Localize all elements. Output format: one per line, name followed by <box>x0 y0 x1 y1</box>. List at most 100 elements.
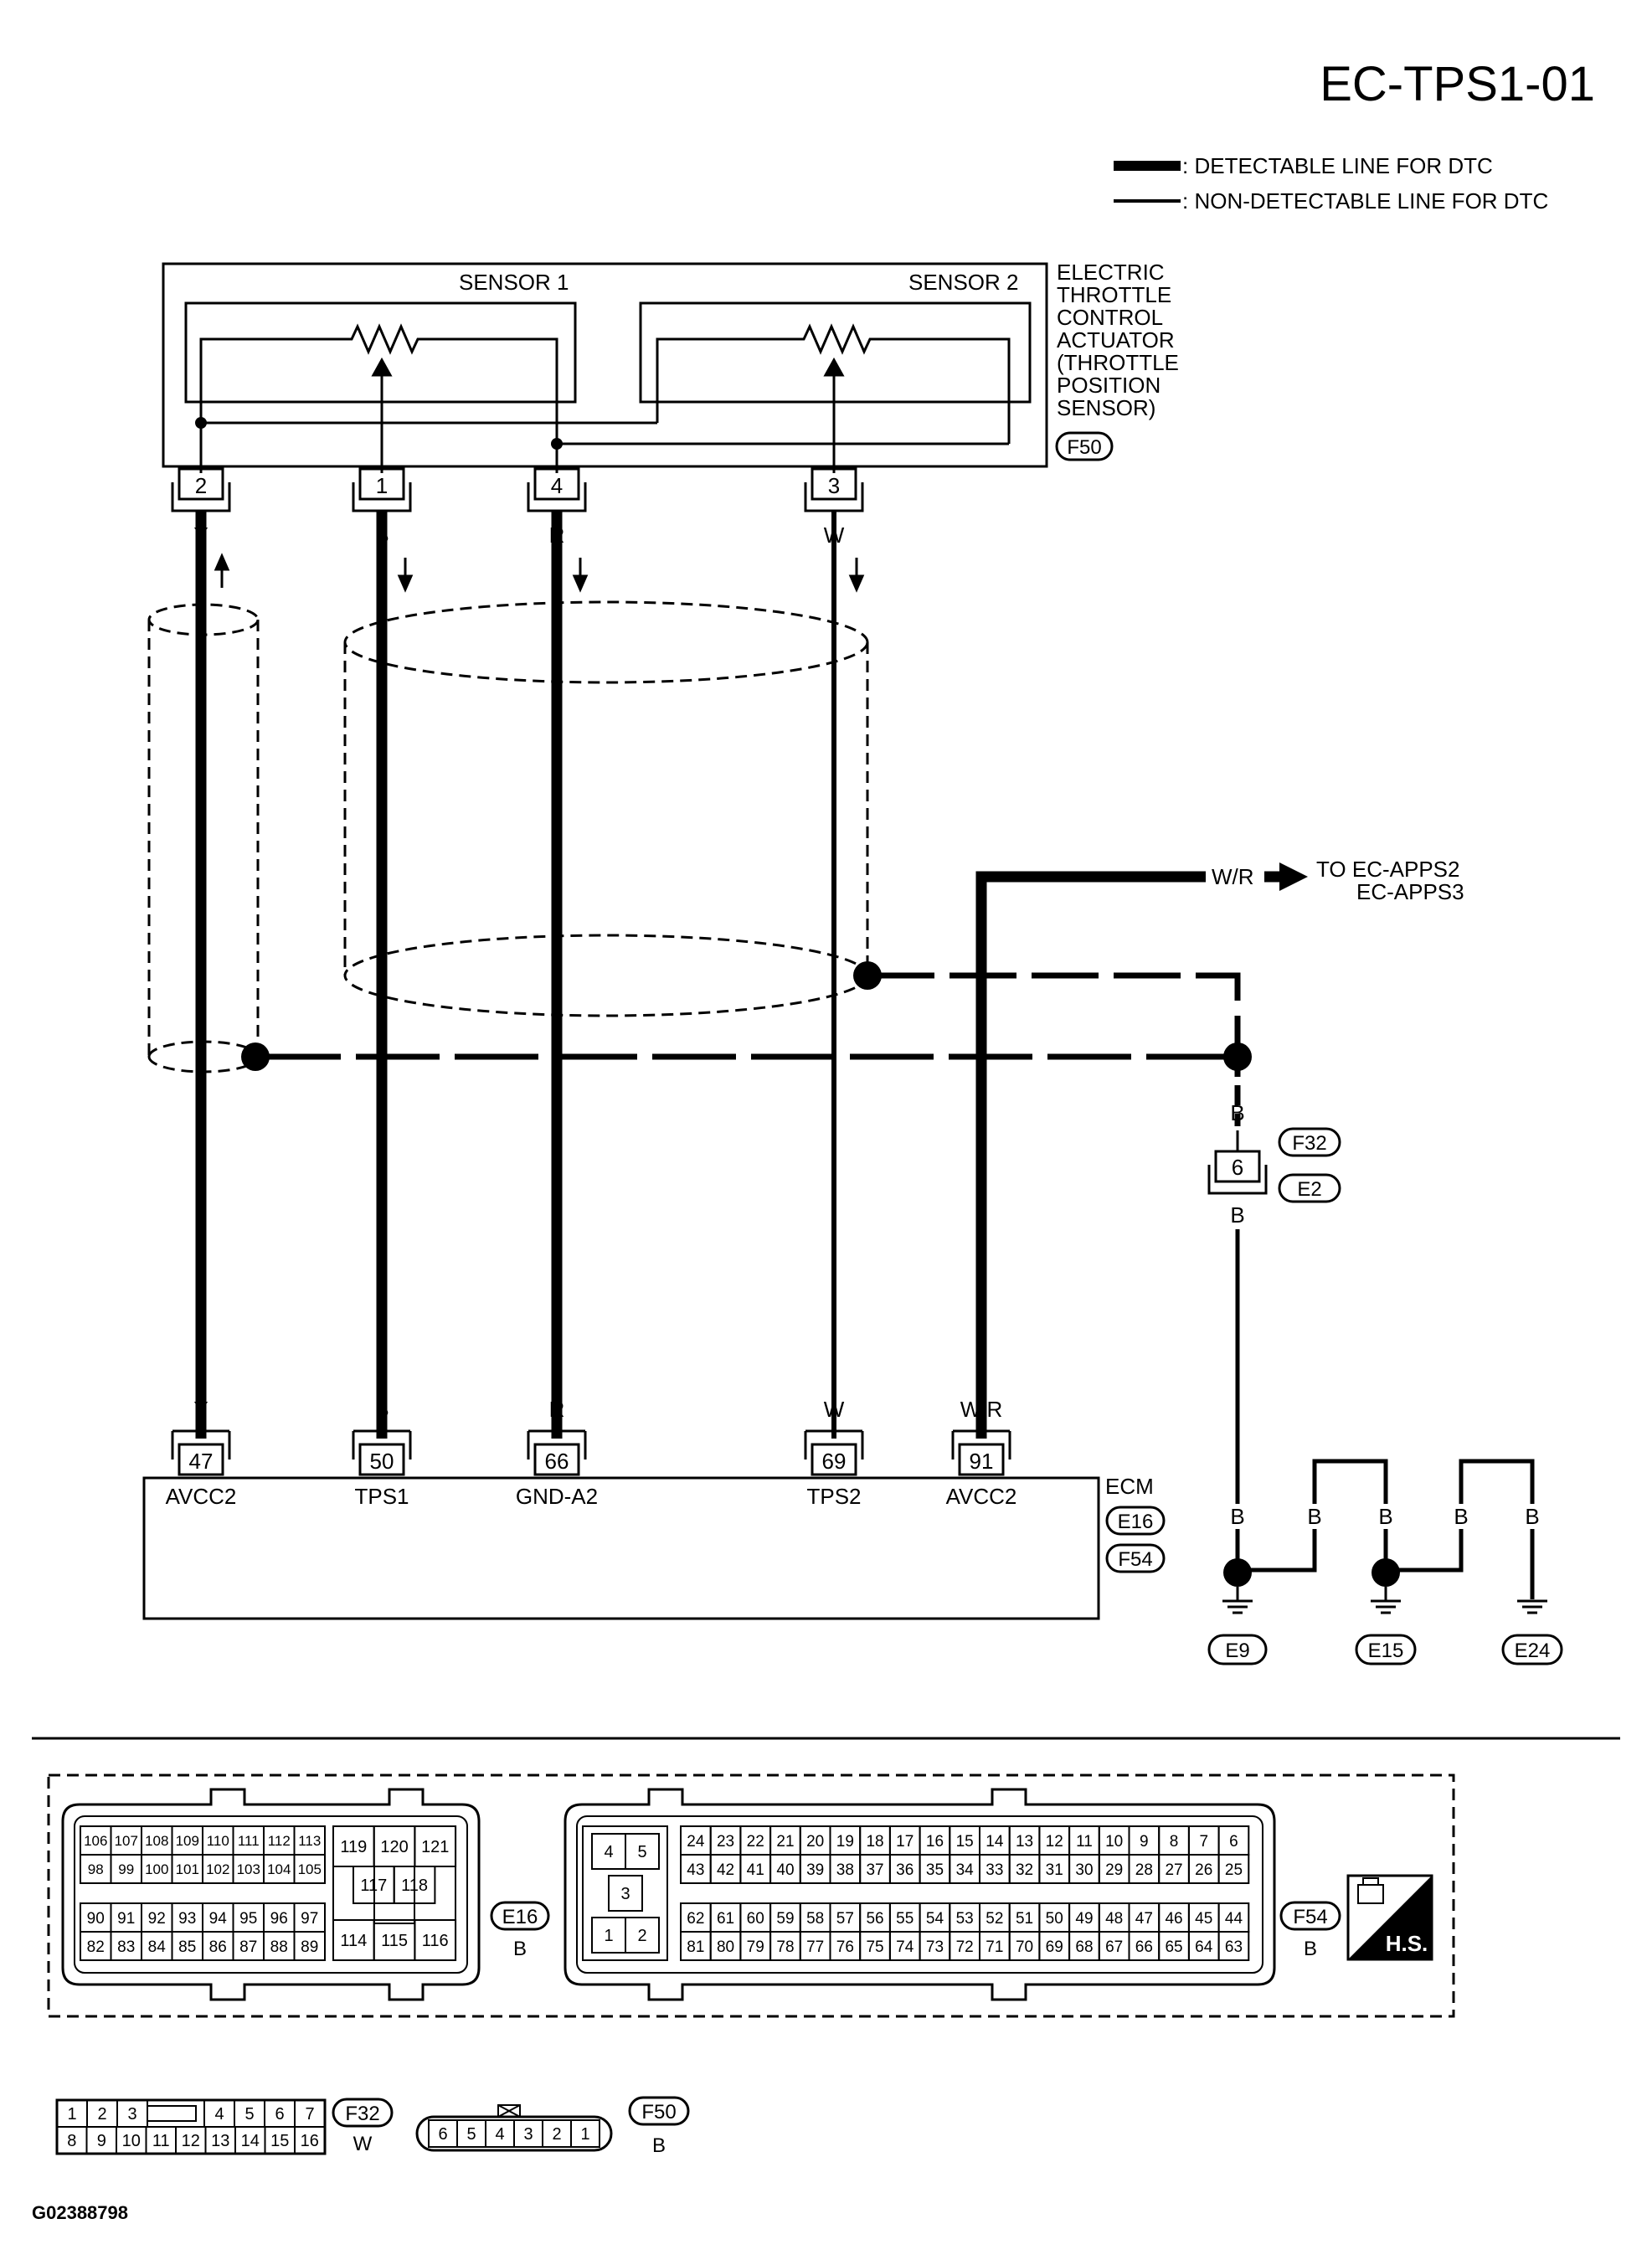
detectable-wires <box>195 511 1206 1439</box>
ecm-pin-num: 66 <box>545 1449 569 1474</box>
ecm-pin-num: 47 <box>189 1449 214 1474</box>
f54-pin: 59 <box>776 1910 794 1928</box>
e16-badge <box>490 1901 550 1931</box>
f32-pin: 8 <box>67 2132 76 2150</box>
f54-pin: 69 <box>1046 1938 1063 1956</box>
f32-pin: 6 <box>275 2105 284 2124</box>
joint-conn1-label: F32 <box>1292 1132 1326 1155</box>
f54-pin: 71 <box>986 1938 1003 1956</box>
ground-badge <box>1501 1634 1563 1665</box>
ground-label: E24 <box>1515 1640 1551 1662</box>
f32-pin: 16 <box>301 2132 319 2150</box>
f54-pin-cell <box>625 1917 660 1954</box>
f54-pin-cell <box>1217 1854 1250 1884</box>
ecm-wire-label: W/R <box>960 1397 1003 1422</box>
f32-pin: 11 <box>152 2132 170 2150</box>
f54-pin: 81 <box>687 1938 704 1956</box>
f32-pin: 1 <box>67 2105 76 2124</box>
f32-pin-cell <box>294 2126 326 2154</box>
e16-pin: 83 <box>117 1938 135 1956</box>
f54-pin: 64 <box>1195 1938 1213 1956</box>
e16-pin: 99 <box>118 1861 134 1877</box>
f32-pin: 15 <box>270 2132 289 2150</box>
e16-pin: 91 <box>117 1910 135 1928</box>
f54-pin: 27 <box>1165 1861 1182 1879</box>
ecm-pin-name: TPS2 <box>806 1484 861 1509</box>
f54-pin: 66 <box>1135 1938 1153 1956</box>
f54-pin: 53 <box>956 1910 974 1928</box>
f54-pin-cell <box>608 1875 643 1912</box>
f54-pin: 34 <box>956 1861 975 1879</box>
e16-pin-cell <box>293 1854 326 1884</box>
actuator-pin-num: 2 <box>195 473 207 498</box>
e16-pin: 121 <box>421 1838 449 1856</box>
f54-pin: 65 <box>1165 1938 1182 1956</box>
e16-label: E16 <box>502 1906 538 1928</box>
joint-conn1-badge <box>1278 1127 1341 1157</box>
f54-pin: 63 <box>1225 1938 1243 1956</box>
shield-junction-dot <box>1223 1042 1252 1071</box>
f54-pin: 16 <box>926 1833 944 1851</box>
f54-pin: 36 <box>896 1861 913 1879</box>
f32-pin: 13 <box>211 2132 229 2150</box>
f32-pin: 2 <box>97 2105 106 2124</box>
e16-pin: 92 <box>148 1910 166 1928</box>
f54-pin: 28 <box>1135 1861 1153 1879</box>
actuator-label-line: SENSOR) <box>1057 395 1155 420</box>
ecm-wire-label: W <box>824 1397 845 1422</box>
lock-icon <box>497 2104 521 2118</box>
f54-pin: 20 <box>806 1833 824 1851</box>
legend-detectable-text: : DETECTABLE LINE FOR DTC <box>1182 153 1493 178</box>
ecm-pins <box>171 1429 1011 1476</box>
f54-pin: 29 <box>1105 1861 1123 1879</box>
f54-pin: 48 <box>1105 1910 1123 1928</box>
ecm-block: ECM E16 F54 <box>142 1474 1166 1620</box>
e16-pin-cell <box>293 1931 326 1961</box>
f54-pin: 70 <box>1016 1938 1033 1956</box>
f54-pin: 52 <box>986 1910 1003 1928</box>
e16-pin: 111 <box>238 1833 260 1849</box>
ground-wire-label: B <box>1378 1504 1392 1529</box>
ground-label: E15 <box>1368 1640 1404 1662</box>
ground-badge <box>1355 1634 1417 1665</box>
f54-pin: 78 <box>776 1938 794 1956</box>
actuator-connector-badge <box>1055 431 1114 461</box>
ecm-pin-name: GND-A2 <box>516 1484 598 1509</box>
ground-wire-label: B <box>1525 1504 1539 1529</box>
sensor1-label: SENSOR 1 <box>459 270 569 295</box>
f54-pin: 43 <box>687 1861 704 1879</box>
f32-pin: 4 <box>214 2105 224 2124</box>
to-apps-label-2: EC-APPS3 <box>1356 879 1464 904</box>
signal-arrows <box>214 553 865 593</box>
e16-pin: 88 <box>270 1938 288 1956</box>
f54-label: F54 <box>1293 1906 1327 1928</box>
to-apps-arrow: W/R TO EC-APPS2 EC-APPS3 <box>1212 857 1464 904</box>
f54-pin: 49 <box>1075 1910 1093 1928</box>
e16-pin: 93 <box>178 1910 196 1928</box>
f54-pin: 11 <box>1076 1833 1093 1851</box>
ecm-label: ECM <box>1105 1474 1154 1499</box>
e16-pin-cell <box>393 1866 436 1904</box>
ground-symbol-icon <box>1222 1587 1253 1614</box>
f54-pin: 80 <box>717 1938 734 1956</box>
f54-pin: 13 <box>1016 1833 1033 1851</box>
ecm-box <box>142 1476 1100 1620</box>
legend-nondetectable-text: : NON-DETECTABLE LINE FOR DTC <box>1182 188 1548 214</box>
f54-pin: 17 <box>896 1833 913 1851</box>
e16-pin: 97 <box>301 1910 318 1928</box>
f54-pin: 58 <box>806 1910 824 1928</box>
ecm-pin-name: AVCC2 <box>946 1484 1017 1509</box>
harness-side-icon: H.S. <box>1346 1874 1433 1961</box>
ecm-wire-label: R <box>549 1397 565 1422</box>
actuator-label-line: ELECTRIC <box>1057 260 1165 285</box>
actuator-label-line: ACTUATOR <box>1057 327 1175 353</box>
f50-badge <box>628 2096 690 2126</box>
